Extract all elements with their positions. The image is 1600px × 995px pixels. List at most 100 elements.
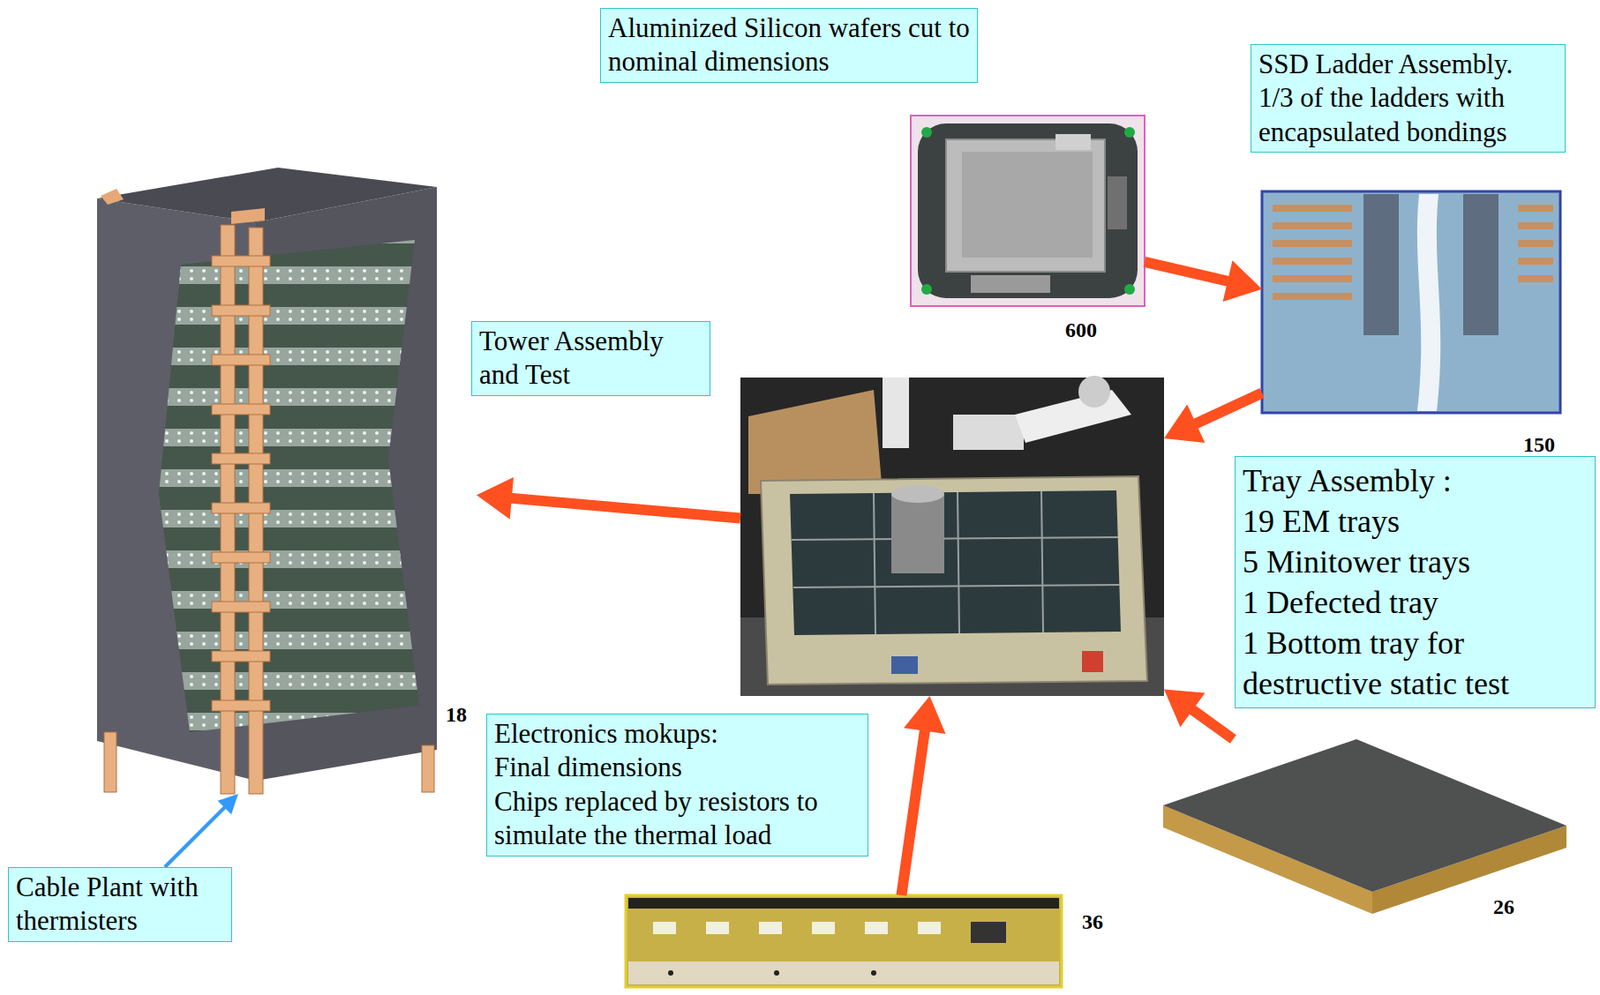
bond-wires	[1517, 257, 1554, 265]
callout-number: 18	[445, 703, 467, 727]
electronics-photo	[970, 922, 1007, 944]
bond-wires	[1517, 275, 1554, 283]
flow-arrow	[1164, 392, 1262, 443]
arrow-shaft	[1144, 262, 1235, 284]
callout-box: Tower Assembly and Test	[471, 321, 711, 397]
tray-photo	[873, 493, 876, 635]
tower-drawing	[158, 240, 420, 733]
box-label: 1 Defected tray	[1242, 582, 1588, 624]
electronics-photo	[625, 895, 1062, 988]
callout-box: Cable Plant with thermisters	[7, 867, 233, 943]
box-label: 19 EM trays	[1242, 501, 1588, 542]
electronics-photo	[706, 922, 729, 935]
ladder-photo	[1261, 191, 1561, 414]
post-tabs	[211, 601, 271, 613]
callout-box: Aluminized Silicon wafers cut to nominal…	[600, 7, 978, 83]
wafer-photo	[1107, 176, 1127, 230]
electronics-photo	[628, 898, 1060, 909]
electronics-photo	[864, 922, 888, 935]
tray-photo	[1081, 651, 1104, 673]
flow-arrow	[901, 696, 946, 896]
callout-number: 26	[1493, 895, 1515, 919]
tower-drawing	[100, 188, 124, 205]
post-tabs	[211, 354, 271, 366]
bond-wires	[1517, 204, 1554, 212]
ladder-photo	[1261, 191, 1561, 414]
bond-wires	[1272, 257, 1353, 265]
wafer-photo: 600	[910, 115, 1145, 354]
tray-photo	[891, 494, 945, 574]
tray-photo	[882, 377, 909, 449]
post-tabs	[211, 305, 271, 316]
tower-drawing	[421, 745, 435, 793]
bond-wires	[1517, 222, 1554, 230]
box-label: Tray Assembly :	[1242, 460, 1588, 502]
box-label: 1 Bottom tray for destructive static tes…	[1242, 623, 1588, 705]
wafer-photo	[961, 151, 1093, 258]
arrow-head	[217, 794, 239, 815]
box-label: SSD Ladder Assembly.	[1258, 47, 1558, 82]
tower-drawing	[231, 208, 265, 225]
post-tabs	[211, 453, 271, 465]
arrow-shaft	[504, 497, 741, 519]
tray-photo	[891, 485, 945, 504]
box-label: Cable Plant with thermisters	[15, 871, 225, 939]
callout-box: SSD Ladder Assembly.1/3 of the ladders w…	[1250, 44, 1566, 153]
arrow-head	[476, 477, 514, 520]
box-label: Chips replaced by resistors to simulate …	[494, 785, 861, 854]
tray-photo	[740, 375, 1165, 697]
tray-photo	[740, 377, 1165, 697]
arrow-head	[903, 696, 947, 735]
tower-drawing	[97, 167, 437, 795]
box-label: 1/3 of the ladders with encapsulated bon…	[1258, 81, 1558, 150]
tray-photo	[1014, 390, 1132, 444]
tray-photo	[793, 585, 1120, 588]
electronics-photo	[917, 922, 941, 935]
electronics-photo: 36	[625, 895, 1120, 988]
arrow-head	[1164, 690, 1205, 729]
panel-drawing	[1163, 739, 1567, 915]
callout-number: 150	[1523, 433, 1555, 457]
post-tabs	[211, 255, 271, 267]
bond-wires	[1517, 240, 1554, 248]
electronics-photo	[758, 922, 782, 935]
post-tabs	[211, 255, 271, 712]
wafer-photo	[921, 284, 932, 295]
ladder-photo: 150	[1261, 191, 1561, 457]
bond-wires	[1272, 275, 1353, 283]
bond-wires	[1272, 222, 1353, 230]
electronics-photo	[668, 970, 674, 977]
tray-photo	[953, 414, 1024, 451]
flow-arrow	[1144, 260, 1262, 302]
tower-drawing	[104, 732, 117, 793]
arrow-shaft	[1186, 706, 1233, 740]
bond-wires	[1272, 204, 1554, 301]
electronics-photo	[811, 922, 835, 935]
tray-photo	[1078, 375, 1111, 408]
wafer-photo	[1055, 134, 1091, 151]
bond-wires	[1272, 204, 1353, 212]
wafer-photo	[1124, 284, 1135, 295]
ladder-photo	[1363, 194, 1399, 336]
tray-photo	[957, 492, 960, 634]
tray-photo	[760, 476, 1148, 685]
callout-box: Electronics mokups:Final dimensionsChips…	[486, 713, 869, 857]
wafer-photo	[946, 139, 1105, 272]
tower-drawing: 18	[97, 163, 477, 795]
callout-number: 36	[1081, 910, 1104, 934]
post-tabs	[211, 700, 271, 712]
tray-photo	[791, 537, 1119, 541]
electronics-photo	[653, 922, 677, 935]
panel-drawing: 26	[1163, 739, 1567, 930]
box-label: 5 Minitower trays	[1242, 541, 1588, 583]
tray-photo	[891, 656, 918, 675]
wafer-photo	[970, 275, 1051, 293]
panel-drawing	[1163, 739, 1567, 893]
tray-photo	[748, 390, 883, 495]
arrow-head	[1164, 404, 1205, 444]
box-label: Aluminized Silicon wafers cut to nominal…	[608, 11, 970, 80]
arrow-shaft	[1189, 392, 1262, 427]
flow-arrow	[1164, 690, 1233, 740]
post-tabs	[211, 404, 271, 415]
